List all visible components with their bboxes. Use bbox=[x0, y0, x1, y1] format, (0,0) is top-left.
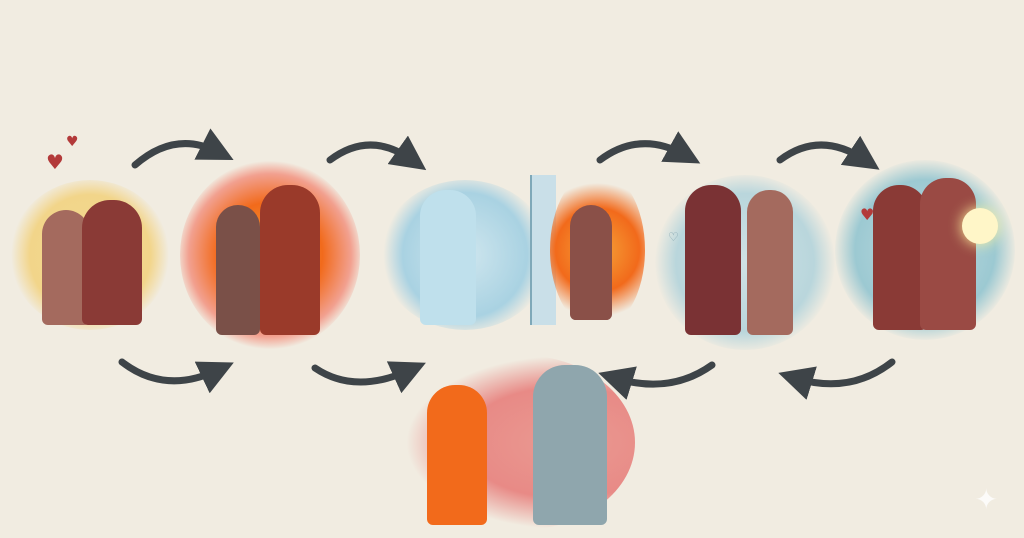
arrow-icon bbox=[311, 361, 426, 394]
woman-figure bbox=[570, 205, 612, 320]
man-figure bbox=[685, 185, 741, 335]
arrow-icon bbox=[131, 128, 234, 169]
sparkle-icon: ✦ bbox=[974, 483, 998, 516]
man-figure bbox=[260, 185, 320, 335]
arrow-icon bbox=[118, 358, 234, 394]
scene-turned-away bbox=[655, 175, 835, 350]
woman-figure bbox=[747, 190, 793, 335]
man-figure bbox=[420, 190, 476, 325]
arrow-icon bbox=[326, 135, 427, 171]
woman-figure bbox=[216, 205, 260, 335]
woman-figure bbox=[873, 185, 927, 330]
arrow-icon bbox=[596, 131, 701, 164]
heart-icon: ♥ bbox=[46, 150, 64, 174]
man-figure bbox=[920, 178, 976, 330]
woman-figure bbox=[427, 385, 487, 525]
heart-icon: ♥ bbox=[66, 134, 79, 150]
scene-reconcile bbox=[835, 160, 1015, 340]
heart-icon: ♥ bbox=[860, 205, 875, 224]
man-figure bbox=[533, 365, 607, 525]
arrow-icon bbox=[778, 358, 896, 400]
scene-on-fire bbox=[180, 160, 360, 350]
arrow-icon bbox=[776, 135, 880, 170]
heart-icon: ♡ bbox=[668, 230, 679, 244]
moon-icon bbox=[962, 208, 998, 244]
scene-burning-woman bbox=[550, 170, 645, 330]
scene-ice-wall bbox=[380, 180, 550, 330]
scene-argument bbox=[405, 355, 635, 530]
man-figure bbox=[82, 200, 142, 325]
arrow-icon bbox=[598, 361, 716, 400]
scene-embrace bbox=[10, 180, 170, 330]
